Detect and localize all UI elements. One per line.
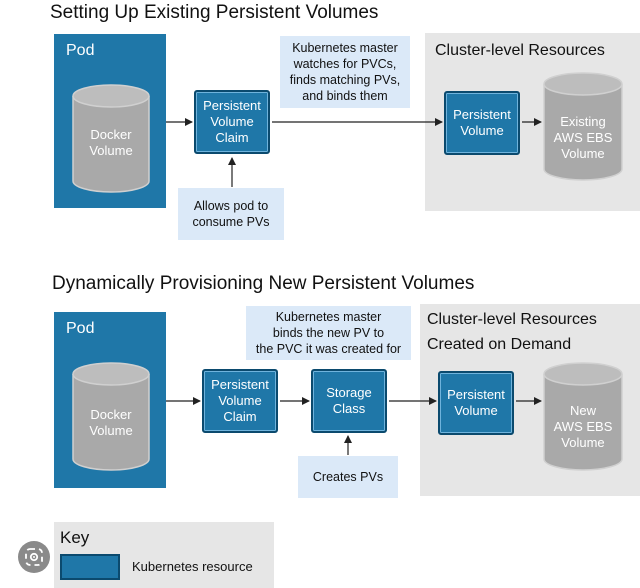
pvc-box-2: Persistent Volume Claim	[202, 369, 278, 433]
note-master-binds-2: Kubernetes master binds the new PV to th…	[246, 306, 411, 360]
section-1-title: Setting Up Existing Persistent Volumes	[50, 2, 379, 23]
pod-label-2: Pod	[66, 320, 95, 337]
ebs-volume-cylinder-1	[543, 72, 623, 181]
docker-volume-label-2: Docker Volume	[89, 407, 133, 438]
pv-box-1: Persistent Volume	[444, 91, 520, 155]
section-2-title: Dynamically Provisioning New Persistent …	[52, 273, 475, 294]
ebs-volume-label-2: New AWS EBS Volume	[553, 403, 613, 450]
pod-label-1: Pod	[66, 42, 95, 59]
docker-volume-cylinder-2	[72, 362, 150, 471]
key-title: Key	[60, 528, 90, 547]
docker-volume-label-1: Docker Volume	[89, 127, 133, 158]
storage-class-box: Storage Class	[311, 369, 387, 433]
note-master-binds-1: Kubernetes master watches for PVCs, find…	[280, 36, 410, 108]
pv-box-2: Persistent Volume	[438, 371, 514, 435]
ebs-volume-label-1: Existing AWS EBS Volume	[553, 114, 613, 161]
ebs-volume-cylinder-2	[543, 362, 623, 471]
cluster-resources-title-2a: Cluster-level Resources	[427, 311, 597, 328]
key-swatch-kubernetes-resource	[60, 554, 120, 580]
cluster-resources-title-1: Cluster-level Resources	[435, 42, 605, 59]
lens-search-icon[interactable]	[18, 541, 50, 573]
pvc-box-1: Persistent Volume Claim	[194, 90, 270, 154]
cluster-resources-title-2b: Created on Demand	[427, 336, 572, 353]
note-allows-pod: Allows pod to consume PVs	[178, 188, 284, 240]
docker-volume-cylinder-1	[72, 84, 150, 193]
key-item-label: Kubernetes resource	[132, 559, 253, 574]
note-creates-pvs: Creates PVs	[298, 456, 398, 498]
lens-glyph-icon	[25, 548, 43, 566]
